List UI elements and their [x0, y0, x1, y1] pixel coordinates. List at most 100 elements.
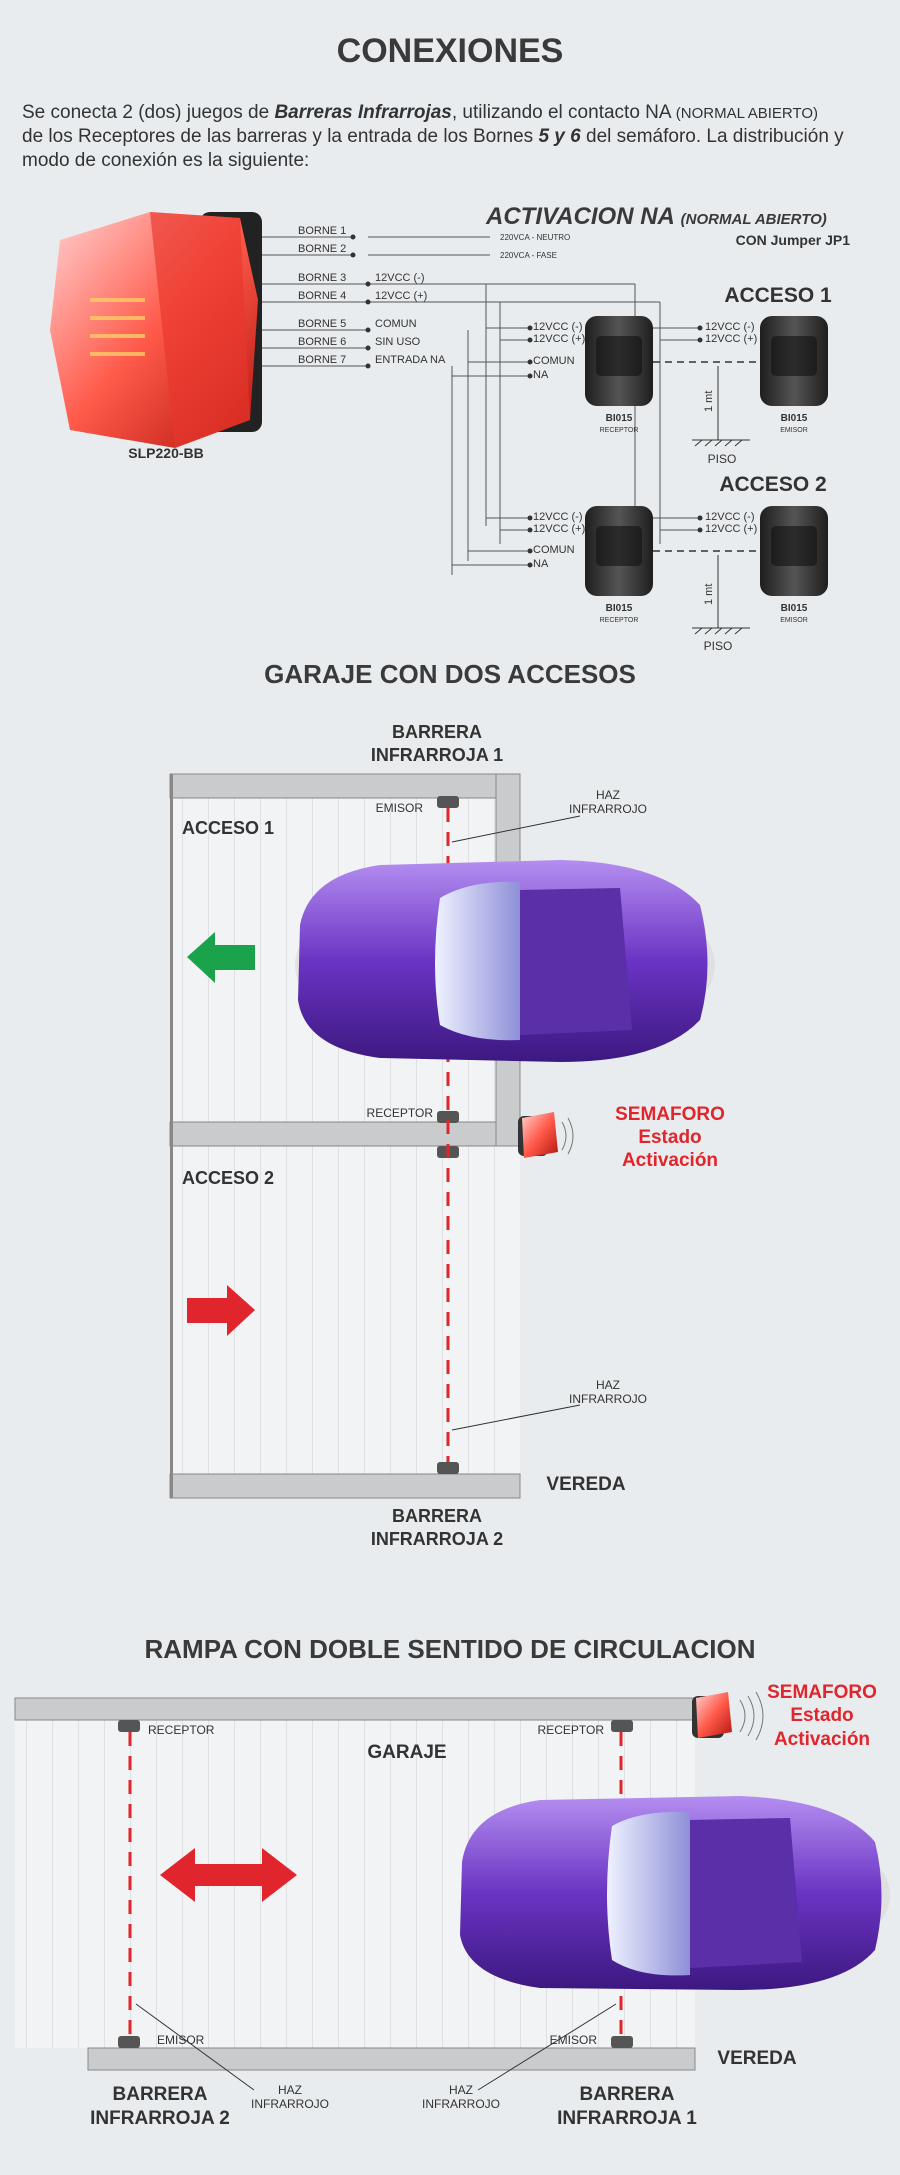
ramp-barrier1-b: INFRARROJA 1	[557, 2108, 697, 2129]
ramp-traffic-light	[692, 1691, 764, 1741]
signal-neutral: 220VCA - NEUTRO	[500, 233, 570, 242]
tx1-term-2: 12VCC (+)	[705, 333, 757, 345]
tx2-term-2: 12VCC (+)	[705, 523, 757, 535]
intro-small-1: (NORMAL ABIERTO)	[676, 105, 818, 122]
ramp-barrier2-a: BARRERA	[113, 2084, 208, 2105]
double-arrow	[160, 1848, 297, 1902]
garage-receptor-2	[437, 1462, 459, 1474]
garage-light-2: Estado	[638, 1127, 701, 1148]
garage-beam-1a: HAZ	[596, 788, 620, 802]
signal-neg: 12VCC (-)	[375, 272, 425, 284]
garage-barrier1-a: BARRERA	[392, 722, 482, 742]
garage-light-3: Activación	[622, 1150, 718, 1171]
ramp-light-1: SEMAFORO	[767, 1682, 877, 1703]
signal-na-input: ENTRADA NA	[375, 354, 446, 366]
activation-main: ACTIVACION NA	[485, 203, 674, 230]
garage-access-1: ACCESO 1	[182, 818, 274, 838]
intro-text-1: Se conecta 2 (dos) juegos de	[22, 102, 274, 123]
rx1-type: RECEPTOR	[600, 427, 639, 434]
rx2-term-4: NA	[533, 558, 549, 570]
ramp-receptor-1	[611, 1720, 633, 1732]
garage-access-2: ACCESO 2	[182, 1168, 274, 1188]
signal-common: COMUN	[375, 318, 417, 330]
red-arrow-right	[187, 1285, 255, 1336]
receptor-1-sensor	[585, 316, 653, 406]
jumper-label: CON Jumper JP1	[736, 232, 851, 248]
distance-1: 1 mt	[703, 391, 715, 412]
garage-emisor-label: EMISOR	[376, 801, 424, 815]
garage-light-1: SEMAFORO	[615, 1104, 725, 1125]
ramp-barrier1-a: BARRERA	[580, 2084, 675, 2105]
garage-receptor-label: RECEPTOR	[367, 1106, 434, 1120]
page-title: CONEXIONES	[337, 32, 564, 70]
rx1-term-3: COMUN	[533, 355, 575, 367]
garage-emitter-1	[437, 796, 459, 808]
green-arrow-left	[187, 932, 255, 983]
intro-line-1: Se conecta 2 (dos) juegos de Barreras In…	[22, 102, 818, 123]
activation-sub: (NORMAL ABIERTO)	[681, 211, 827, 228]
signal-unused: SIN USO	[375, 336, 421, 348]
emitter-1-sensor	[760, 316, 828, 406]
ramp-title: RAMPA CON DOBLE SENTIDO DE CIRCULACION	[145, 1634, 756, 1664]
intro-line-3: modo de conexión es la siguiente:	[22, 150, 309, 171]
tx1-type: EMISOR	[780, 427, 808, 434]
car-ramp	[460, 1796, 890, 1990]
signal-phase: 220VCA - FASE	[500, 251, 557, 260]
rx1-model: BI015	[606, 413, 633, 424]
access-1-title: ACCESO 1	[724, 284, 832, 307]
garage-beam-1b: INFRARROJO	[569, 802, 647, 816]
rx2-term-2: 12VCC (+)	[533, 523, 585, 535]
borne-labels: BORNE 1 BORNE 2 BORNE 3 BORNE 4 BORNE 5 …	[298, 225, 346, 366]
ramp-garage-label: GARAJE	[367, 1742, 446, 1763]
garage-barrier2-b: INFRARROJA 2	[371, 1529, 503, 1549]
borne-1: BORNE 1	[298, 225, 346, 237]
ramp-beam-2b: INFRARROJO	[251, 2097, 329, 2111]
intro-line-2: de los Receptores de las barreras y la e…	[22, 126, 844, 147]
car-garage	[295, 860, 715, 1062]
garage-traffic-light	[518, 1112, 574, 1158]
garage-receptor-1	[437, 1111, 459, 1123]
intro-bold-1: Barreras Infrarrojas	[274, 102, 451, 123]
floor-1: PISO	[708, 452, 737, 466]
ramp-beam-2a: HAZ	[278, 2083, 302, 2097]
ramp-emisor-label-1: EMISOR	[550, 2033, 598, 2047]
intro-text-3: de los Receptores de las barreras y la e…	[22, 126, 538, 147]
ramp-emisor-label-2: EMISOR	[157, 2033, 205, 2047]
intro-text-2: , utilizando el contacto NA	[452, 102, 676, 123]
borne-7: BORNE 7	[298, 354, 346, 366]
garage-barrier2-a: BARRERA	[392, 1506, 482, 1526]
tx2-type: EMISOR	[780, 617, 808, 624]
borne-4: BORNE 4	[298, 290, 346, 302]
emitter-2-sensor	[760, 506, 828, 596]
ramp-receptor-2	[118, 1720, 140, 1732]
ramp-beam-1b: INFRARROJO	[422, 2097, 500, 2111]
floor-2: PISO	[704, 639, 733, 653]
rx2-term-3: COMUN	[533, 544, 575, 556]
rx2-model: BI015	[606, 603, 633, 614]
intro-bold-2: 5 y 6	[538, 126, 581, 147]
distance-2: 1 mt	[703, 584, 715, 605]
ramp-emitter-2	[118, 2036, 140, 2048]
activation-title: ACTIVACION NA (NORMAL ABIERTO)	[485, 203, 827, 230]
borne-5: BORNE 5	[298, 318, 346, 330]
rx1-term-1: 12VCC (-)	[533, 321, 583, 333]
signal-pos: 12VCC (+)	[375, 290, 427, 302]
garage-title: GARAJE CON DOS ACCESOS	[264, 659, 636, 689]
receptor-2-sensor	[585, 506, 653, 596]
tx2-term-1: 12VCC (-)	[705, 511, 755, 523]
garage-sidewalk: VEREDA	[546, 1474, 625, 1495]
borne-2: BORNE 2	[298, 243, 346, 255]
tx2-model: BI015	[781, 603, 808, 614]
device-label: SLP220-BB	[128, 445, 203, 461]
garage-beam-2a: HAZ	[596, 1378, 620, 1392]
garage-beam-2b: INFRARROJO	[569, 1392, 647, 1406]
ramp-sidewalk: VEREDA	[717, 2048, 796, 2069]
semaphore-device	[50, 212, 262, 448]
rx1-term-4: NA	[533, 369, 549, 381]
ramp-emitter-1	[611, 2036, 633, 2048]
ramp-receptor-label-2: RECEPTOR	[148, 1723, 215, 1737]
tx1-term-1: 12VCC (-)	[705, 321, 755, 333]
ramp-light-2: Estado	[790, 1705, 853, 1726]
intro-text-4: del semáforo. La distribución y	[581, 126, 844, 147]
